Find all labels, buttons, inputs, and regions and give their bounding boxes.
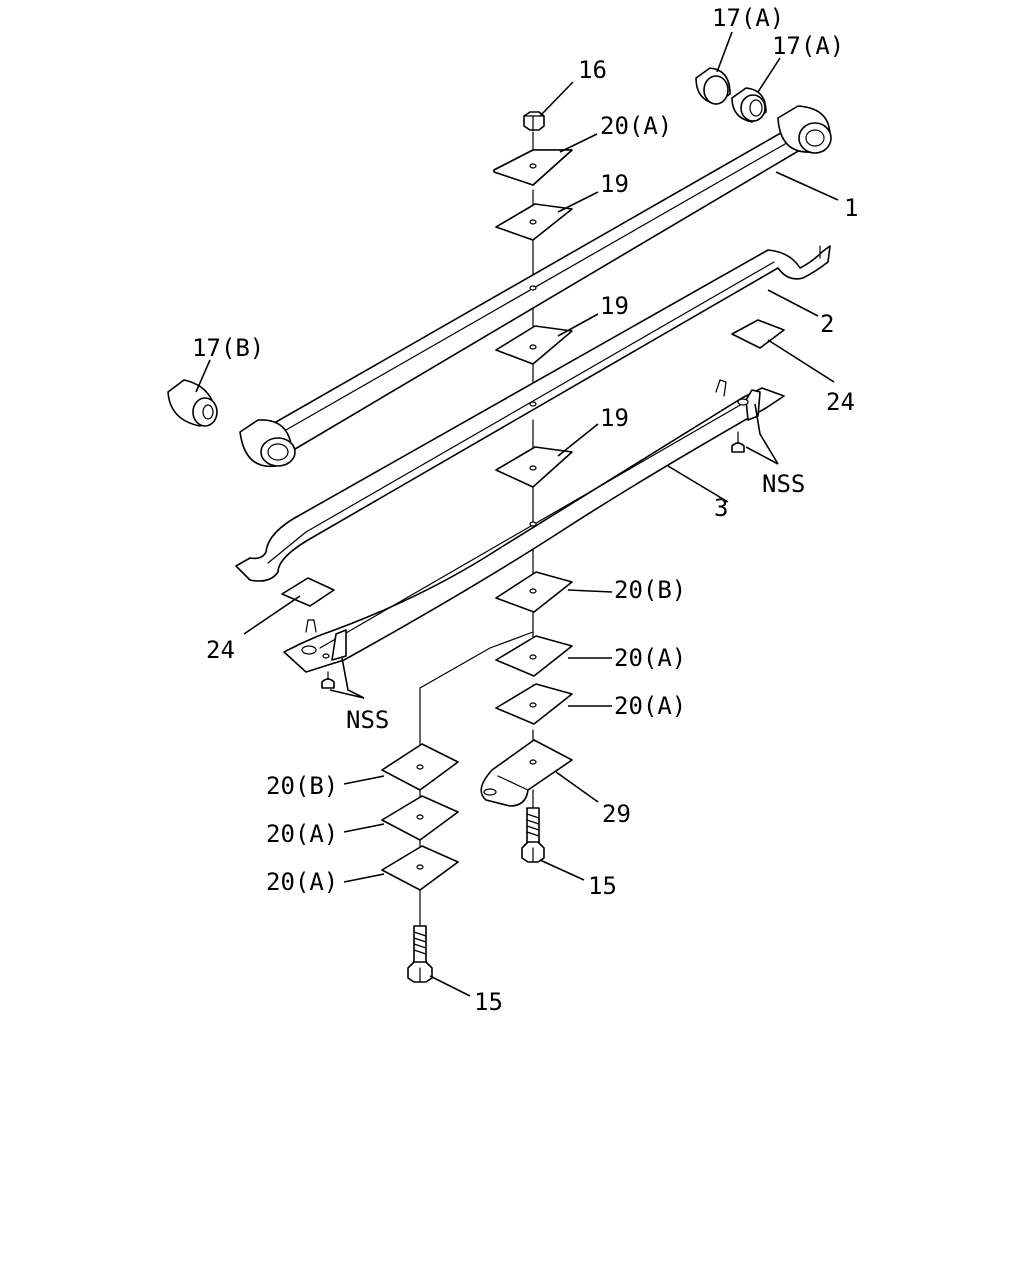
plate-20a-left2 — [381, 845, 459, 891]
callout-20a-left2: 20(A) — [266, 868, 338, 896]
callout-16: 16 — [578, 56, 607, 84]
plate-20b-right — [495, 571, 573, 613]
nss-screw-front — [321, 671, 335, 689]
callout-nss-front: NSS — [346, 706, 389, 734]
bushing-17b — [167, 379, 218, 427]
shim-19-mid — [495, 325, 573, 365]
callout-29: 29 — [602, 800, 631, 828]
callout-24-left: 24 — [206, 636, 235, 664]
plate-20a-right1 — [495, 635, 573, 677]
nut-16 — [523, 111, 545, 131]
callout-nss-rear: NSS — [762, 470, 805, 498]
plate-20b-left — [381, 743, 459, 791]
callout-20b-right: 20(B) — [614, 576, 686, 604]
callout-20a-left1: 20(A) — [266, 820, 338, 848]
bushing-17a-inner — [731, 87, 767, 123]
callout-19-lower: 19 — [600, 404, 629, 432]
leaf-spring-2 — [235, 245, 831, 582]
pad-24-left — [281, 577, 335, 607]
callout-15-right: 15 — [588, 872, 617, 900]
callout-24-right: 24 — [826, 388, 855, 416]
callout-2: 2 — [820, 310, 834, 338]
bushing-17a-outer — [695, 67, 731, 105]
bolt-15-right — [521, 789, 545, 863]
leaf-spring-1 — [239, 105, 832, 468]
callout-20b-left: 20(B) — [266, 772, 338, 800]
leader-lines — [195, 31, 839, 997]
callout-17a-outer: 17(A) — [712, 4, 784, 32]
callout-19-mid: 19 — [600, 292, 629, 320]
shim-19-lower — [495, 446, 573, 488]
leaf-spring-3 — [283, 379, 785, 673]
callout-19-top: 19 — [600, 170, 629, 198]
bolt-15-left — [407, 925, 433, 983]
callout-20a-right2: 20(A) — [614, 692, 686, 720]
plate-20a-right2 — [495, 683, 573, 725]
callout-17b: 17(B) — [192, 334, 264, 362]
callout-1: 1 — [844, 194, 858, 222]
shim-19-top — [495, 203, 573, 241]
plate-20a-left1 — [381, 795, 459, 841]
callout-20a-top: 20(A) — [600, 112, 672, 140]
pad-24-right — [731, 319, 785, 349]
plate-20a-top — [493, 149, 573, 186]
callout-20a-right1: 20(A) — [614, 644, 686, 672]
callout-15-left: 15 — [474, 988, 503, 1016]
callout-labels: 17(A) 17(A) 16 20(A) 19 1 19 2 17(B) 24 … — [192, 4, 858, 1016]
callout-17a-inner: 17(A) — [772, 32, 844, 60]
callout-3: 3 — [714, 494, 728, 522]
nss-screw-rear — [731, 431, 745, 453]
bracket-29 — [480, 739, 573, 807]
